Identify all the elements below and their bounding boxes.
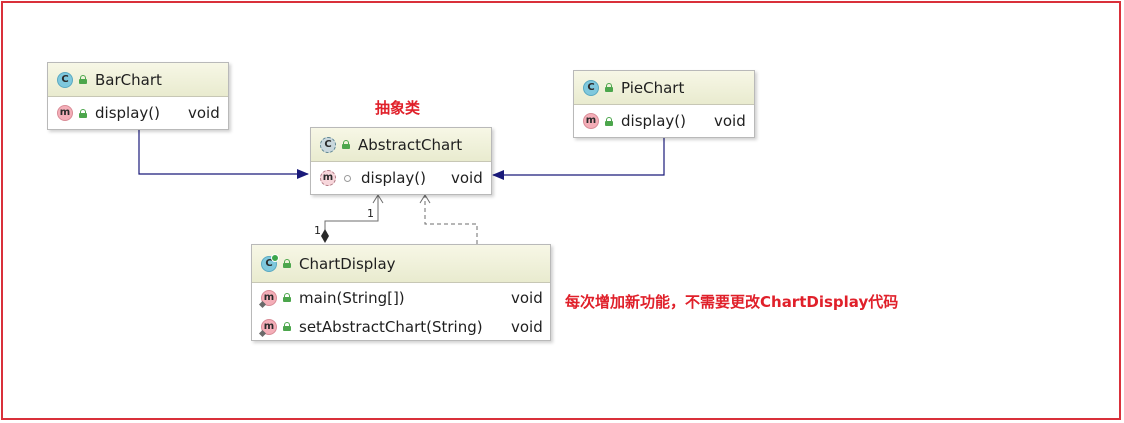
display-to-abstract-aggregation <box>324 196 379 232</box>
public-lock-icon <box>605 116 613 126</box>
class-piechart[interactable]: C PieChart m display() void <box>573 70 755 138</box>
public-lock-icon <box>283 259 291 268</box>
class-header: C ChartDisplay <box>252 245 550 283</box>
display-to-abstract-dependency <box>424 196 478 244</box>
method-row[interactable]: m main(String[]) void <box>252 283 550 312</box>
aggregation-diamond <box>321 229 329 243</box>
multiplicity-target: 1 <box>367 207 374 220</box>
public-lock-icon <box>283 293 291 302</box>
method-icon: m <box>583 113 599 129</box>
method-icon: m <box>57 105 73 121</box>
public-lock-icon <box>283 322 291 331</box>
method-row[interactable]: m display() void <box>311 162 491 194</box>
class-icon: C <box>583 79 599 96</box>
static-method-icon: m <box>261 289 277 306</box>
public-lock-icon <box>79 108 87 118</box>
method-row[interactable]: m display() void <box>574 105 754 137</box>
class-name: PieChart <box>621 78 685 97</box>
class-name: BarChart <box>95 70 162 89</box>
abstract-method-icon: m <box>320 170 336 186</box>
public-lock-icon <box>342 140 350 149</box>
bar-to-abstract-generalization <box>138 129 309 179</box>
multiplicity-source: 1 <box>314 224 321 237</box>
public-lock-icon <box>79 75 87 84</box>
method-row[interactable]: m setAbstractChart(String) void <box>252 312 550 341</box>
method-return: void <box>714 112 746 130</box>
method-name: display() <box>621 112 686 130</box>
method-name: setAbstractChart(String) <box>299 317 483 336</box>
design-note: 每次增加新功能，不需要更改ChartDisplay代码 <box>565 293 899 311</box>
class-name: ChartDisplay <box>299 254 396 273</box>
method-return: void <box>188 104 220 122</box>
method-return: void <box>511 317 543 336</box>
method-return: void <box>451 169 483 187</box>
class-name: AbstractChart <box>358 135 463 154</box>
method-return: void <box>511 288 543 307</box>
pie-to-abstract-generalization <box>492 137 665 180</box>
method-name: display() <box>95 104 160 122</box>
class-abstractchart[interactable]: C AbstractChart m display() void <box>310 127 492 195</box>
class-header: C BarChart <box>48 63 228 97</box>
runnable-class-icon: C <box>261 253 279 272</box>
abstract-class-icon: C <box>320 136 336 153</box>
package-visibility-icon <box>344 174 351 182</box>
method-row[interactable]: m display() void <box>48 97 228 129</box>
static-method-icon: m <box>261 318 277 335</box>
public-lock-icon <box>605 83 613 92</box>
method-name: main(String[]) <box>299 288 405 307</box>
class-barchart[interactable]: C BarChart m display() void <box>47 62 229 130</box>
class-icon: C <box>57 71 73 88</box>
abstract-class-label: 抽象类 <box>375 99 421 117</box>
class-header: C PieChart <box>574 71 754 105</box>
class-chartdisplay[interactable]: C ChartDisplay m main(String[]) void m s… <box>251 244 551 341</box>
class-header: C AbstractChart <box>311 128 491 162</box>
method-name: display() <box>361 169 426 187</box>
